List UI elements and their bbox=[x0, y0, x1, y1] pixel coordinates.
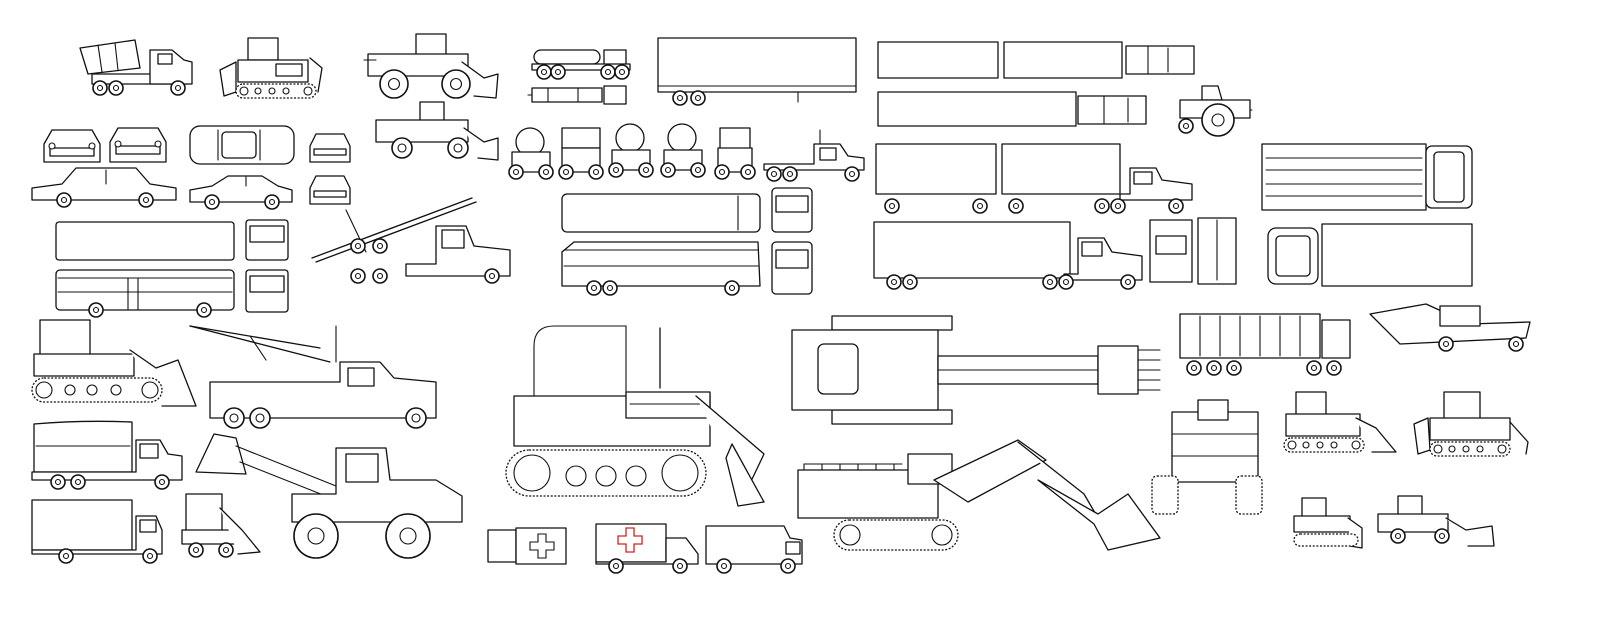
double-trailer-side bbox=[875, 143, 1193, 214]
wheel-loader-large bbox=[363, 33, 499, 99]
wheel-loader-medium bbox=[375, 101, 499, 161]
mining-shovel bbox=[797, 439, 1161, 551]
concrete-mixer-truck bbox=[79, 39, 193, 96]
bus-front-back bbox=[245, 219, 289, 313]
coach-bus-side bbox=[561, 241, 761, 296]
sedan-side-modern bbox=[189, 175, 293, 210]
coach-bus-top bbox=[561, 193, 761, 233]
bulldozer-large bbox=[505, 325, 765, 507]
cargo-truck-canvas bbox=[31, 420, 183, 490]
tanker-truck-side bbox=[531, 49, 631, 80]
sedan-top bbox=[189, 125, 295, 165]
ambulance-top bbox=[487, 527, 567, 565]
delivery-van bbox=[705, 525, 803, 574]
skid-steer bbox=[181, 493, 261, 558]
wheel-loader-small bbox=[1377, 495, 1495, 547]
articulated-loader bbox=[195, 433, 463, 559]
dump-trailer bbox=[1179, 313, 1351, 376]
loader-front-view bbox=[1151, 399, 1263, 515]
box-truck-top-large bbox=[1261, 143, 1473, 211]
excavator-top bbox=[791, 315, 1161, 425]
truck-front-row bbox=[508, 123, 756, 180]
ambulance-side bbox=[595, 523, 699, 574]
car-front-row bbox=[43, 127, 351, 205]
tanker-truck-top bbox=[527, 85, 627, 105]
city-bus-side bbox=[55, 269, 235, 318]
farm-tractor bbox=[1178, 85, 1253, 137]
crawler-loader bbox=[31, 319, 197, 407]
city-bus-top bbox=[55, 221, 235, 261]
box-truck-side bbox=[31, 499, 163, 564]
crawler-dozer-small bbox=[219, 37, 323, 99]
scraper bbox=[1369, 303, 1531, 352]
semi-front-and-rear bbox=[1149, 217, 1237, 285]
tow-truck bbox=[189, 325, 437, 429]
semi-trailer-long bbox=[657, 37, 857, 106]
semi-with-trailer-side bbox=[873, 221, 1143, 290]
box-truck-top-small bbox=[1267, 223, 1473, 287]
double-trailer-top-a bbox=[877, 41, 1195, 79]
pole-trailer-truck bbox=[311, 197, 511, 284]
double-trailer-top-b bbox=[877, 91, 1147, 127]
crawler-dozer-right-b bbox=[1413, 391, 1529, 457]
coach-bus-front-back bbox=[771, 187, 813, 295]
semi-tractor bbox=[763, 129, 865, 182]
sedan-side-old bbox=[31, 167, 177, 208]
crawler-dozer-right-a bbox=[1283, 391, 1397, 453]
crawler-dozer-mini bbox=[1293, 497, 1363, 549]
